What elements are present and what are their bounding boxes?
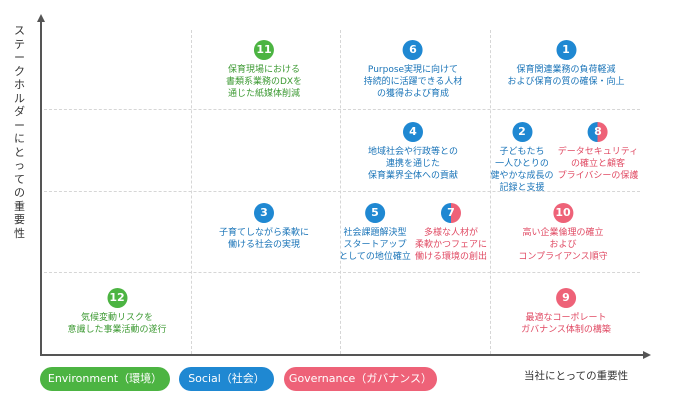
materiality-item-8: 8 データセキュリティの確立と顧客プライバシーの保護: [557, 122, 639, 182]
materiality-item-3: 3 子育てしながら柔軟に働ける社会の実現: [219, 203, 309, 251]
materiality-item-4: 4 地域社会や行政等との連携を通じた保育業界全体への貢献: [368, 122, 458, 182]
legend-environment: Environment（環境）: [40, 367, 170, 391]
legend-social: Social（社会）: [179, 367, 274, 391]
grid-line: [340, 30, 341, 354]
item-label: 子育てしながら柔軟に働ける社会の実現: [218, 228, 310, 250]
item-number-badge: 10: [552, 203, 573, 223]
item-number-badge: 8: [587, 122, 608, 142]
x-axis: [40, 354, 644, 356]
item-label: 気候変動リスクを意識した事業活動の遂行: [67, 313, 167, 335]
item-label: 保育関連業務の負荷軽減および保育の質の確保・向上: [507, 65, 625, 87]
item-number-badge: 2: [511, 122, 532, 142]
x-axis-arrow: [643, 351, 651, 359]
materiality-item-10: 10 高い企業倫理の確立およびコンプライアンス順守: [518, 203, 608, 263]
materiality-item-12: 12 気候変動リスクを意識した事業活動の遂行: [67, 288, 167, 336]
grid-line: [490, 30, 491, 354]
item-label: 保育現場における書類系業務のDXを通じた紙媒体削減: [225, 65, 303, 99]
materiality-item-7: 7 多様な人材が柔軟かつフェアに働ける環境の創出: [415, 203, 487, 263]
materiality-grid: [44, 30, 640, 354]
materiality-item-2: 2 子どもたち一人ひとりの 健やかな成長の記録と支援: [490, 122, 554, 194]
item-label: 社会課題解決型スタートアップとしての地位確立: [339, 228, 411, 262]
item-label: 地域社会や行政等との連携を通じた保育業界全体への貢献: [367, 147, 459, 181]
item-number-badge: 9: [555, 288, 576, 308]
item-number-badge: 11: [253, 40, 274, 60]
y-axis: [40, 20, 42, 355]
x-axis-label: 当社にとっての重要性: [524, 370, 629, 382]
item-number-badge: 4: [402, 122, 423, 142]
materiality-item-5: 5 社会課題解決型スタートアップとしての地位確立: [339, 203, 411, 263]
grid-line: [191, 30, 192, 354]
y-axis-label: ステークホルダーにとっての重要性: [14, 24, 25, 240]
materiality-item-6: 6 Purpose実現に向けて持続的に活躍できる人材の獲得および育成: [363, 40, 463, 100]
y-axis-arrow: [37, 14, 45, 22]
item-number-badge: 5: [364, 203, 385, 223]
grid-line: [44, 191, 640, 192]
item-number-badge: 6: [402, 40, 423, 60]
item-label: Purpose実現に向けて持続的に活躍できる人材の獲得および育成: [363, 65, 463, 99]
item-label: 多様な人材が柔軟かつフェアに働ける環境の創出: [414, 228, 488, 262]
item-label: 子どもたち一人ひとりの 健やかな成長の記録と支援: [490, 147, 554, 193]
item-label: データセキュリティの確立と顧客プライバシーの保護: [557, 147, 639, 181]
grid-line: [44, 109, 640, 110]
materiality-item-9: 9 最適なコーポレートガバナンス体制の構築: [521, 288, 611, 336]
materiality-item-1: 1 保育関連業務の負荷軽減および保育の質の確保・向上: [507, 40, 625, 88]
item-label: 最適なコーポレートガバナンス体制の構築: [521, 313, 611, 335]
grid-line: [44, 272, 640, 273]
item-number-badge: 12: [106, 288, 127, 308]
legend-governance: Governance（ガバナンス）: [284, 367, 437, 391]
item-label: 高い企業倫理の確立およびコンプライアンス順守: [518, 228, 608, 262]
materiality-item-11: 11 保育現場における書類系業務のDXを通じた紙媒体削減: [226, 40, 302, 100]
item-number-badge: 1: [555, 40, 576, 60]
item-number-badge: 3: [253, 203, 274, 223]
item-number-badge: 7: [440, 203, 461, 223]
